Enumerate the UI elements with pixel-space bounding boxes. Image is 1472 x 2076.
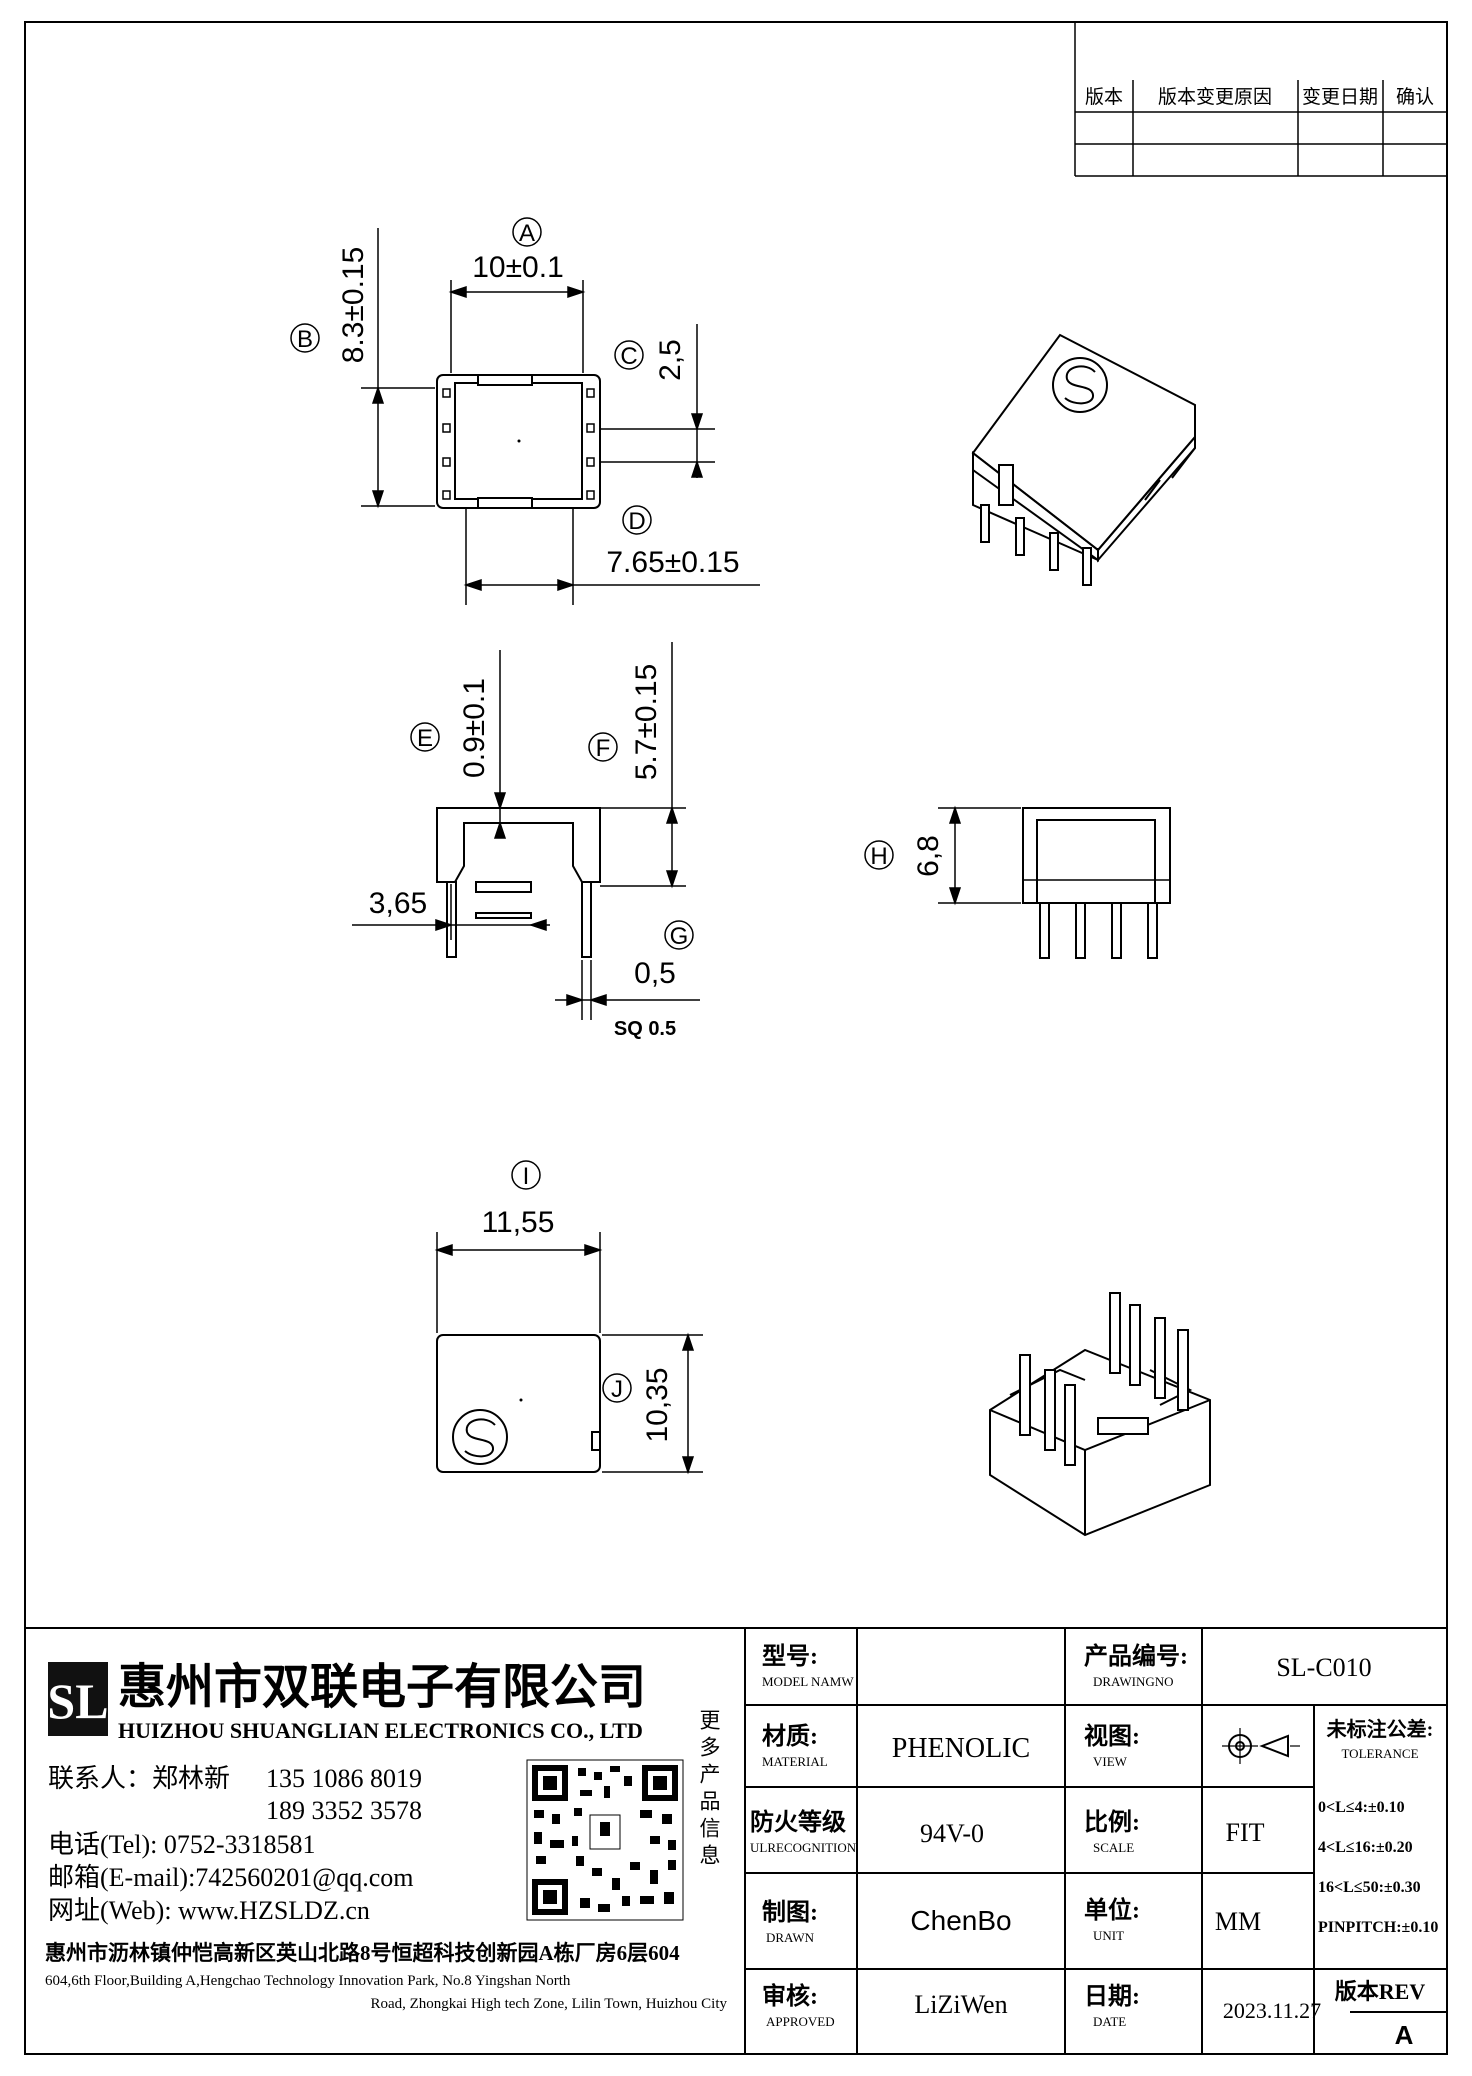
top-view-dimension-lines (361, 228, 760, 605)
callout-b: B (297, 326, 313, 353)
view-sub: VIEW (1093, 1754, 1128, 1769)
tolerance-row-2: 4<L≤16:±0.20 (1318, 1839, 1413, 1856)
scale-value: FIT (1226, 1818, 1265, 1847)
callout-e: E (417, 725, 433, 752)
drawingno-value: SL-C010 (1276, 1653, 1371, 1682)
callout-circles (290, 217, 894, 1403)
dim-j-label: 10,35 (641, 1367, 674, 1442)
callout-j: J (611, 1376, 623, 1403)
tolerance-row-1: 0<L≤4:±0.10 (1318, 1799, 1405, 1816)
ul-label: 防火等级 (750, 1808, 846, 1836)
dim-h-label: 6,8 (912, 835, 945, 877)
bottom-view-logo (452, 1409, 508, 1465)
revision-table (1074, 22, 1447, 177)
company-logo: SL (47, 1662, 109, 1736)
address-cn: 惠州市沥林镇仲恺高新区英山北路8号恒超科技创新园A栋厂房6层604 (45, 1941, 680, 1965)
approved-sub: APPROVED (766, 2014, 835, 2029)
callout-g: G (670, 923, 689, 950)
rev-header-confirm: 确认 (1396, 86, 1434, 108)
date-sub: DATE (1093, 2014, 1126, 2029)
qr-code (526, 1759, 684, 1921)
material-sub: MATERIAL (762, 1754, 828, 1769)
approved-value: LiZiWen (914, 1990, 1007, 2019)
tolerance-row-4: PINPITCH:±0.10 (1318, 1919, 1438, 1936)
dim-g-label: 0,5 (634, 957, 676, 990)
date-label: 日期: (1084, 1983, 1140, 2010)
pin-note-label: SQ 0.5 (614, 1018, 676, 1040)
dim-f-label: 5.7±0.15 (630, 664, 663, 781)
side-view (1022, 807, 1171, 959)
scale-label: 比例: (1084, 1809, 1140, 1836)
unit-sub: UNIT (1093, 1928, 1124, 1943)
contact-phone-1: 135 1086 8019 (266, 1764, 422, 1793)
dim-d-label: 7.65±0.15 (606, 546, 739, 579)
contact-name: 联系人：郑林新 (48, 1764, 230, 1793)
front-view-dimension-lines (352, 642, 700, 1020)
address-en-line2: Road, Zhongkai High tech Zone, Lilin Tow… (370, 1996, 727, 2012)
tolerance-label: 未标注公差: (1327, 1717, 1434, 1741)
drawn-value: ChenBo (910, 1905, 1011, 1936)
outer-frame (24, 21, 1448, 2055)
dim-side-width-label: 3,65 (369, 887, 427, 920)
approved-label: 审核: (762, 1982, 818, 2010)
rev-header-version: 版本 (1085, 86, 1123, 108)
callout-c: C (620, 343, 637, 370)
drawingno-label: 产品编号: (1084, 1642, 1188, 1670)
top-view (436, 374, 601, 509)
projection-symbol-icon (1222, 1728, 1300, 1764)
dim-i-label: 11,55 (482, 1206, 555, 1239)
dim-b-label: 8.3±0.15 (337, 247, 370, 364)
company-name-en: HUIZHOU SHUANGLIAN ELECTRONICS CO., LTD (118, 1718, 643, 1743)
callout-h: H (870, 843, 887, 870)
material-value: PHENOLIC (892, 1733, 1030, 1764)
rev-value: A (1395, 2020, 1414, 2050)
side-view-dimension-lines (938, 805, 1021, 906)
date-value: 2023.11.27 (1223, 1998, 1321, 2023)
rev-header-reason: 版本变更原因 (1158, 86, 1272, 108)
contact-phone-2: 189 3352 3578 (266, 1796, 422, 1825)
scale-sub: SCALE (1093, 1840, 1134, 1855)
model-sub: MODEL NAMW (762, 1674, 854, 1689)
drawn-sub: DRAWN (766, 1930, 815, 1945)
rev-header-date: 变更日期 (1302, 86, 1378, 108)
svg-text:SL: SL (47, 1673, 108, 1729)
contact-tel: 电话(Tel): 0752-3318581 (48, 1830, 316, 1859)
iso-view-bottom (989, 1292, 1211, 1537)
drawingno-sub: DRAWINGNO (1093, 1674, 1174, 1689)
drawn-label: 制图: (762, 1899, 818, 1926)
tolerance-sub: TOLERANCE (1341, 1746, 1418, 1761)
company-name-cn: 惠州市双联电子有限公司 (118, 1661, 646, 1714)
unit-label: 单位: (1084, 1896, 1140, 1924)
qr-caption: 更多产品信息 (697, 1709, 721, 1871)
dim-c-label: 2,5 (654, 339, 687, 381)
callout-a: A (519, 220, 535, 247)
contact-email: 邮箱(E-mail):742560201@qq.com (48, 1863, 414, 1892)
tolerance-row-3: 16<L≤50:±0.30 (1318, 1879, 1421, 1896)
rev-label: 版本REV (1335, 1979, 1426, 2004)
unit-value: MM (1215, 1907, 1261, 1936)
iso-view-top (971, 333, 1196, 586)
model-label: 型号: (762, 1643, 818, 1670)
callout-d: D (628, 508, 645, 535)
ul-sub: ULRECOGNITION (750, 1840, 857, 1855)
bottom-view-dimension-lines (434, 1232, 703, 1475)
ul-value: 94V-0 (920, 1819, 984, 1848)
dim-a-label: 10±0.1 (472, 251, 564, 284)
view-label: 视图: (1084, 1723, 1140, 1750)
callout-f: F (596, 735, 611, 762)
dim-e-label: 0.9±0.1 (458, 678, 491, 778)
callout-i: I (523, 1163, 530, 1190)
address-en-line1: 604,6th Floor,Building A,Hengchao Techno… (45, 1973, 571, 1989)
front-view (436, 807, 601, 958)
title-block-grid (744, 1628, 1447, 2054)
bottom-view (436, 1334, 601, 1473)
contact-web: 网址(Web): www.HZSLDZ.cn (48, 1896, 370, 1925)
material-label: 材质: (762, 1723, 818, 1750)
